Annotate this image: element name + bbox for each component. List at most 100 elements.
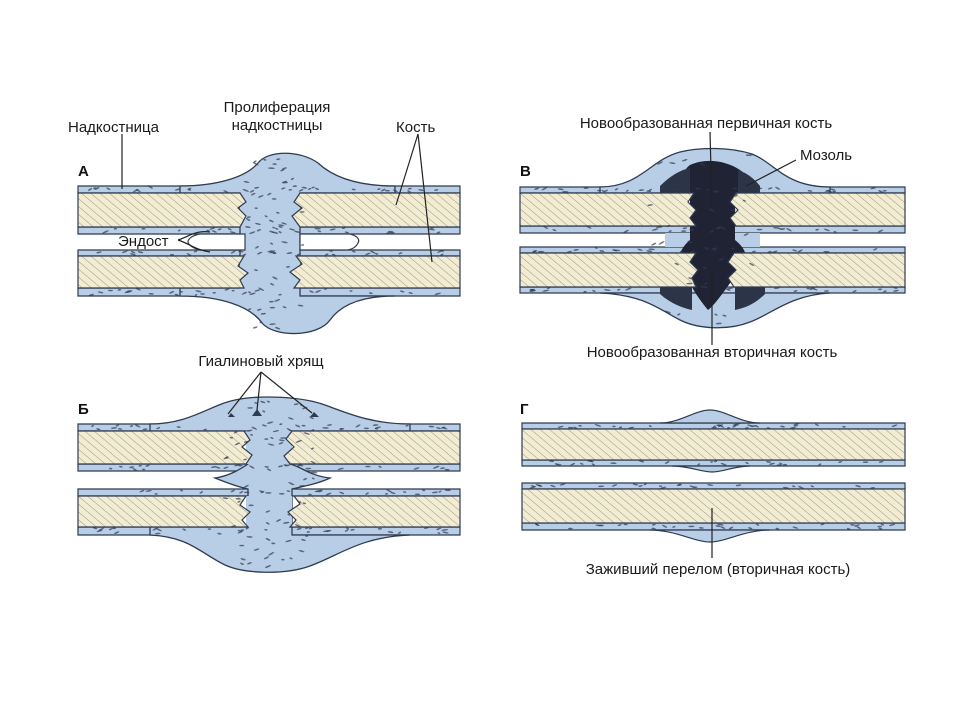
cell-nucleus xyxy=(623,229,629,233)
cell-nucleus xyxy=(771,250,778,253)
cell-nucleus xyxy=(657,161,663,165)
cell-nucleus xyxy=(403,491,407,493)
cell-nucleus xyxy=(278,224,285,227)
cell-nucleus xyxy=(680,288,684,291)
cell-nucleus xyxy=(265,510,271,513)
cell-nucleus xyxy=(129,466,135,469)
cell-nucleus xyxy=(818,463,822,466)
cell-nucleus xyxy=(681,159,688,162)
cell-nucleus xyxy=(270,242,274,245)
cell-nucleus xyxy=(769,462,775,465)
cell-nucleus xyxy=(749,262,755,267)
cell-nucleus xyxy=(384,189,390,192)
cell-nucleus xyxy=(715,322,722,325)
panel-a-bone xyxy=(77,192,461,289)
cell-nucleus xyxy=(130,253,136,256)
cell-nucleus xyxy=(351,188,356,191)
cell-nucleus xyxy=(117,428,123,430)
cell-nucleus xyxy=(281,167,287,170)
cell-nucleus xyxy=(775,527,780,530)
cell-nucleus xyxy=(377,188,381,191)
cell-nucleus xyxy=(215,466,221,469)
cell-nucleus xyxy=(302,502,307,505)
cell-nucleus xyxy=(300,404,303,407)
cell-nucleus xyxy=(713,460,718,463)
cell-nucleus xyxy=(646,190,652,193)
cell-nucleus xyxy=(217,532,222,535)
cell-nucleus xyxy=(546,287,551,289)
cell-nucleus xyxy=(281,558,285,561)
cell-nucleus xyxy=(707,484,714,486)
cell-nucleus xyxy=(659,486,667,489)
cell-nucleus xyxy=(281,187,286,190)
cell-nucleus xyxy=(655,226,663,228)
cell-nucleus xyxy=(137,251,144,254)
cell-nucleus xyxy=(268,551,275,556)
cell-nucleus xyxy=(597,189,602,192)
cell-nucleus xyxy=(308,527,313,530)
cell-nucleus xyxy=(688,525,695,528)
cell-nucleus xyxy=(243,181,250,183)
cell-nucleus xyxy=(279,423,283,426)
cell-nucleus xyxy=(234,442,241,446)
cell-nucleus xyxy=(873,248,878,251)
cell-nucleus xyxy=(730,209,736,212)
cell-nucleus xyxy=(384,493,389,495)
cell-nucleus xyxy=(129,425,134,427)
cell-nucleus xyxy=(251,426,258,430)
cell-nucleus xyxy=(862,461,869,464)
cell-nucleus xyxy=(177,229,181,232)
cell-nucleus xyxy=(792,526,799,529)
cell-nucleus xyxy=(299,485,306,487)
cell-nucleus xyxy=(195,290,202,293)
cell-nucleus xyxy=(276,211,280,214)
cell-nucleus xyxy=(141,468,146,471)
cell-nucleus xyxy=(200,293,205,295)
cell-nucleus xyxy=(268,167,275,170)
primary-bone-label: Новообразованная первичная кость xyxy=(580,115,832,132)
cell-nucleus xyxy=(286,490,291,493)
cell-nucleus xyxy=(225,456,229,459)
panel-v-pointers xyxy=(709,131,797,345)
cell-nucleus xyxy=(309,290,314,293)
cell-nucleus xyxy=(254,207,258,210)
cell-nucleus xyxy=(331,253,336,256)
cell-nucleus xyxy=(413,467,420,470)
cell-nucleus xyxy=(434,189,439,191)
cell-nucleus xyxy=(315,289,322,293)
cell-nucleus xyxy=(154,532,161,535)
cell-nucleus xyxy=(393,189,398,193)
cell-nucleus xyxy=(557,188,564,191)
cell-nucleus xyxy=(269,323,276,326)
cell-nucleus xyxy=(270,283,275,286)
cell-nucleus xyxy=(870,187,876,190)
cell-nucleus xyxy=(891,424,898,427)
cell-nucleus xyxy=(592,289,596,292)
cell-nucleus xyxy=(702,266,707,269)
cell-nucleus xyxy=(614,188,619,191)
cell-nucleus xyxy=(337,467,344,470)
cell-nucleus xyxy=(322,427,329,429)
bone-fragment xyxy=(727,252,906,288)
cell-nucleus xyxy=(266,468,272,472)
cell-nucleus xyxy=(248,291,251,294)
cell-nucleus xyxy=(705,189,710,191)
cell-nucleus xyxy=(438,490,442,493)
cell-nucleus xyxy=(733,195,738,197)
cell-nucleus xyxy=(283,464,288,466)
bone-fragment xyxy=(287,495,461,528)
cell-nucleus xyxy=(270,437,274,439)
cell-nucleus xyxy=(344,529,349,532)
cell-nucleus xyxy=(267,443,275,446)
cell-nucleus xyxy=(257,251,263,255)
cell-nucleus xyxy=(893,287,898,289)
cell-nucleus xyxy=(673,288,678,290)
cell-nucleus xyxy=(135,287,141,291)
cell-nucleus xyxy=(245,527,249,530)
cell-nucleus xyxy=(237,531,243,534)
cell-nucleus xyxy=(594,247,598,249)
cell-nucleus xyxy=(346,527,350,530)
cell-nucleus xyxy=(534,187,540,190)
cell-nucleus xyxy=(186,253,192,257)
cell-nucleus xyxy=(326,529,332,533)
